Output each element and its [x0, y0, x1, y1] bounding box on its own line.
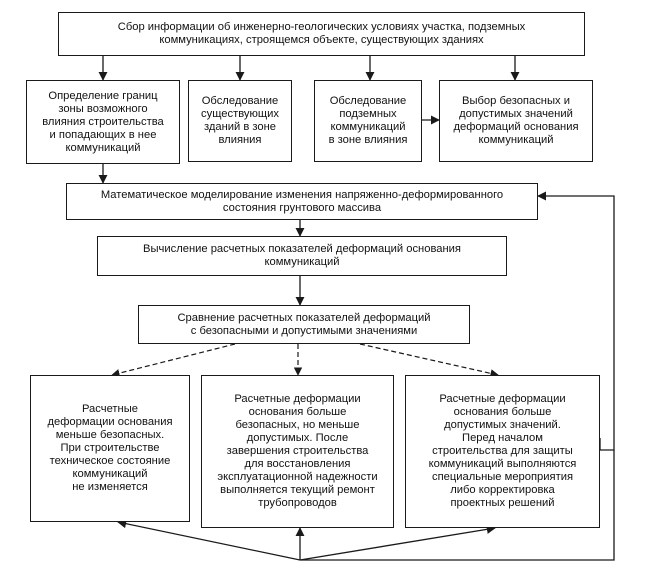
box-data-collection: Сбор информации об инженерно-геологическ… [58, 12, 585, 56]
box-calculation: Вычисление расчетных показателей деформа… [97, 236, 507, 276]
box-utilities-survey: Обследование подземных коммуникаций в зо… [314, 80, 422, 162]
box-outcome-between: Расчетные деформации основания больше бе… [201, 375, 394, 528]
box-deformation-choice: Выбор безопасных и допустимых значений д… [439, 80, 593, 162]
box-zone-definition: Определение границ зоны возможного влиян… [26, 80, 180, 164]
arrow-bottom-to-right [299, 524, 496, 561]
box-buildings-survey: Обследование существующих зданий в зоне … [188, 80, 292, 162]
box-comparison: Сравнение расчетных показателей деформац… [138, 305, 470, 344]
arrow-compare-to-right [359, 343, 499, 378]
box-outcome-above-allowable: Расчетные деформации основания больше до… [405, 375, 600, 528]
arrow-compare-to-left [111, 343, 236, 378]
feedback-line [537, 191, 615, 451]
bottom-return-line [300, 450, 615, 561]
arrow-bottom-to-left [117, 519, 301, 561]
box-modeling: Математическое моделирование изменения н… [66, 183, 538, 220]
box-outcome-below-safe: Расчетные деформации основания меньше бе… [30, 375, 190, 522]
